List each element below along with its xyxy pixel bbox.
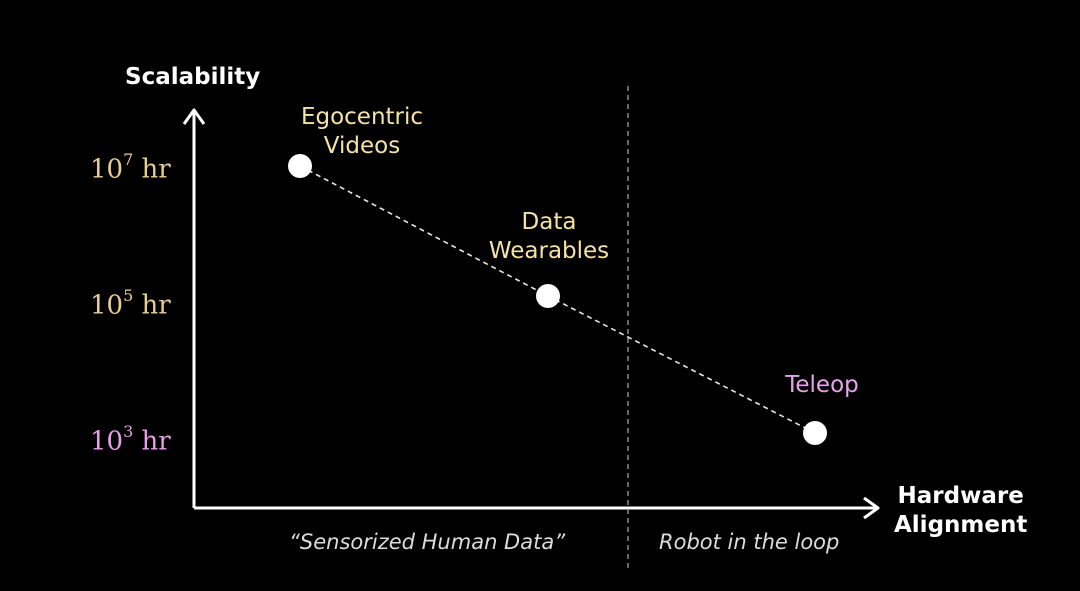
label-data-wearables: Data Wearables xyxy=(469,208,629,266)
y-tick-unit: hr xyxy=(141,154,171,185)
y-tick-base: 10 xyxy=(90,154,124,185)
x-axis-title-line2: Alignment xyxy=(894,512,1028,538)
label-egocentric-videos: Egocentric Videos xyxy=(282,103,442,161)
label-line: Videos xyxy=(323,133,401,159)
region-label-robot-in-the-loop: Robot in the loop xyxy=(659,530,840,554)
region-label-sensorized-human-data: “Sensorized Human Data” xyxy=(289,530,566,554)
x-axis-arrow xyxy=(863,496,880,520)
y-tick-1e3: 103 hr xyxy=(90,420,171,457)
y-tick-unit: hr xyxy=(141,426,171,457)
y-tick-base: 10 xyxy=(90,426,124,457)
y-tick-base: 10 xyxy=(90,290,124,321)
label-line: Data xyxy=(521,209,577,235)
y-tick-1e7: 107 hr xyxy=(90,148,171,185)
label-line: Teleop xyxy=(785,372,859,398)
label-teleop: Teleop xyxy=(762,371,882,400)
x-axis-title: Hardware Alignment xyxy=(894,482,1027,540)
y-tick-exponent: 7 xyxy=(123,150,134,169)
point-teleop xyxy=(803,421,827,445)
y-tick-1e5: 105 hr xyxy=(90,284,171,321)
point-egocentric-videos xyxy=(288,154,312,178)
y-tick-exponent: 5 xyxy=(123,286,134,305)
y-tick-unit: hr xyxy=(141,290,171,321)
label-line: Egocentric xyxy=(300,104,424,130)
x-axis-title-line1: Hardware xyxy=(897,483,1024,509)
y-tick-exponent: 3 xyxy=(123,422,134,441)
point-data-wearables xyxy=(536,284,560,308)
y-axis-title: Scalability xyxy=(125,64,261,90)
y-axis-arrow xyxy=(182,108,206,125)
label-line: Wearables xyxy=(488,238,610,264)
